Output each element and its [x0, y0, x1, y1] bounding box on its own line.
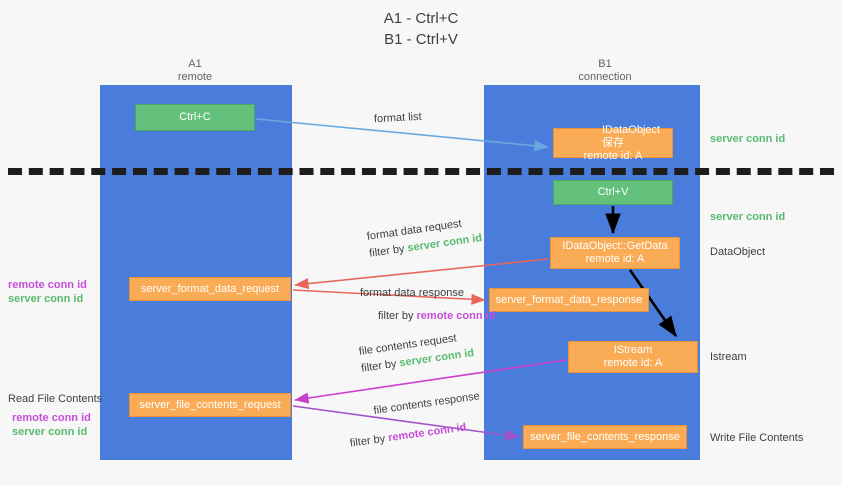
annotation-data-object: DataObject [710, 246, 766, 258]
annotation-remote-conn-id: remote conn id [12, 412, 91, 424]
remote-conn-id-text: remote conn id [416, 310, 496, 322]
node-istream[interactable]: IStream remote id: A [568, 341, 698, 373]
filter-by-text: filter by [368, 242, 406, 260]
node-save-idataobject-line2: remote id: A [583, 149, 643, 162]
annotation-server-conn-id: server conn id [12, 426, 88, 438]
node-ctrl-v[interactable]: Ctrl+V [553, 180, 673, 205]
filter-by-text: filter by [349, 432, 386, 450]
node-server-file-contents-response-label: server_file_contents_response [530, 430, 680, 443]
annotation-read-file-contents: Read File Contents [8, 393, 103, 405]
node-server-format-data-response[interactable]: server_format_data_response [489, 288, 649, 312]
node-save-idataobject-latin: IDataObject [602, 123, 661, 136]
page-title: A1 - Ctrl+C B1 - Ctrl+V [383, 10, 459, 48]
node-server-format-data-response-label: server_format_data_response [495, 293, 643, 306]
annotation-conn-ids-upper: remote conn id server conn id [8, 278, 87, 306]
node-server-file-contents-response[interactable]: server_file_contents_response [523, 425, 687, 449]
annotation-write-file-contents: Write File Contents [710, 432, 804, 444]
filter-by-text: filter by [378, 310, 414, 322]
arrow-format-data-request [294, 258, 549, 290]
edge-label-format-data-response: format data response filter by remote co… [360, 286, 495, 324]
node-server-format-data-request[interactable]: server_format_data_request [129, 277, 291, 301]
edge-label-format-list: format list [373, 110, 422, 126]
node-ctrl-v-label: Ctrl+V [597, 186, 629, 198]
node-idataobject-getdata[interactable]: IDataObject::GetData remote id: A [550, 237, 680, 269]
node-server-file-contents-request-label: server_file_contents_request [139, 398, 281, 411]
annotation-server-conn-id: server conn id [8, 293, 84, 305]
node-save-idataobject-cjk: 保存 [602, 136, 624, 149]
annotation-remote-conn-id: remote conn id [8, 279, 87, 291]
node-server-format-data-request-label: server_format_data_request [140, 282, 280, 295]
edge-label-format-data-response-filter: filter by remote conn id [378, 309, 495, 324]
node-idataobject-getdata-label: IDataObject::GetData remote id: A [562, 240, 668, 265]
lane-header-b1: B1 connection [578, 58, 632, 83]
arrow-file-contents-response [292, 405, 520, 441]
lane-header-a1: A1 remote [177, 58, 213, 83]
node-ctrl-c[interactable]: Ctrl+C [135, 104, 255, 131]
node-istream-label: IStream remote id: A [603, 344, 663, 369]
annotation-server-conn-id-top: server conn id [710, 133, 786, 145]
dashed-separator [8, 168, 834, 175]
annotation-istream: Istream [710, 351, 747, 363]
filter-by-text: filter by [360, 357, 398, 375]
edge-label-format-data-response-line1: format data response [360, 287, 464, 299]
arrow-format-list [255, 118, 549, 152]
arrow-format-data-response [292, 289, 486, 305]
node-ctrl-c-label: Ctrl+C [179, 111, 211, 123]
arrow-file-contents-request [294, 359, 567, 404]
node-server-file-contents-request[interactable]: server_file_contents_request [129, 393, 291, 417]
annotation-server-conn-id-mid: server conn id [710, 211, 786, 223]
arrow-getdata-to-istream [628, 269, 678, 338]
annotation-conn-ids-lower: remote conn id server conn id [12, 411, 91, 439]
